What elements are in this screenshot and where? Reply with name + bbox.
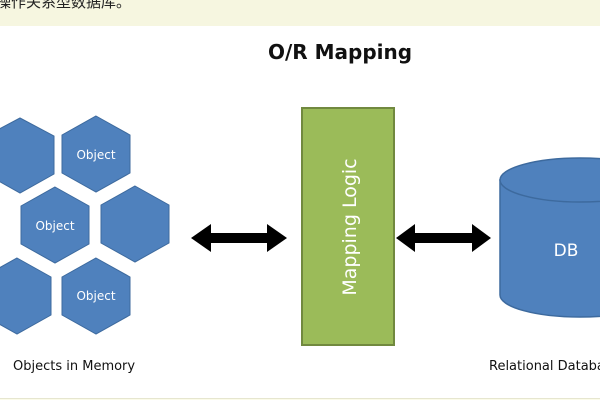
left-double-arrow	[191, 224, 287, 252]
top-text-strip: 操作关系型数据库。	[0, 0, 600, 26]
object-hexagon-bottom-left	[0, 257, 52, 335]
object-label-top: Object	[76, 148, 115, 162]
object-hexagon-top-left	[0, 117, 55, 194]
object-hexagon-middle	[20, 186, 90, 264]
object-label-bottom: Object	[76, 289, 115, 303]
object-label-middle: Object	[35, 219, 74, 233]
mapping-logic-box	[301, 107, 395, 346]
db-label: DB	[554, 241, 579, 261]
object-hexagon-top	[61, 115, 131, 193]
right-double-arrow	[396, 224, 491, 252]
diagram-title: O/R Mapping	[267, 40, 413, 64]
database-cylinder-icon	[499, 157, 600, 318]
relational-database-caption: Relational Database	[489, 359, 600, 374]
objects-in-memory-caption: Objects in Memory	[13, 359, 136, 374]
top-text: 操作关系型数据库。	[0, 0, 132, 11]
mapping-logic-label: Mapping Logic	[339, 158, 361, 295]
object-hexagon-bottom	[61, 257, 131, 335]
hexagon-group	[0, 115, 170, 335]
object-hexagon-middle-right	[100, 185, 170, 263]
